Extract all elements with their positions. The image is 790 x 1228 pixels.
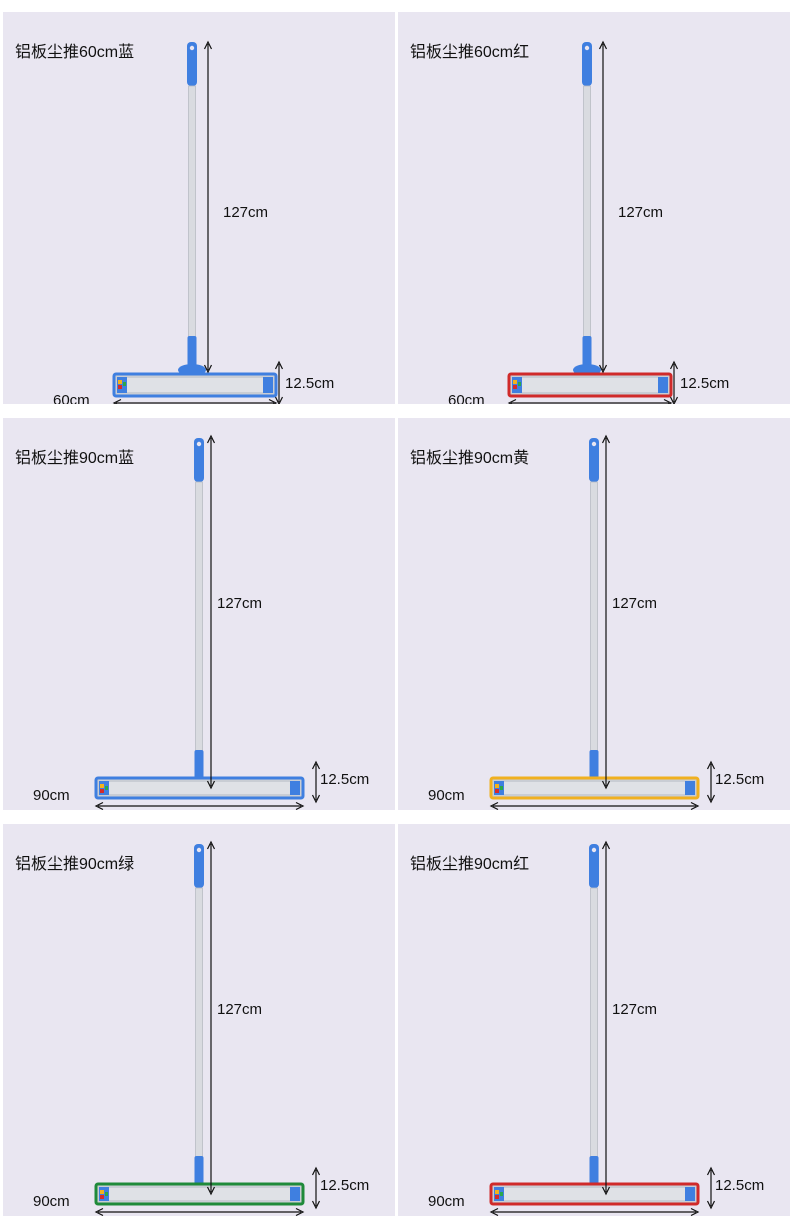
width-arrow (112, 398, 278, 404)
length-arrow (601, 840, 611, 1196)
mop-pad (507, 372, 673, 398)
mop-illustration: 127cm 12.5cm 60cm (53, 40, 334, 404)
width-label: 60cm (53, 392, 90, 404)
width-label: 60cm (448, 392, 485, 404)
mop-pad (112, 372, 278, 398)
aluminium-pole (590, 887, 598, 1159)
width-label: 90cm (428, 787, 465, 804)
aluminium-pole (590, 481, 598, 753)
length-label: 127cm (618, 204, 663, 221)
width-label: 90cm (428, 1193, 465, 1210)
height-arrow (311, 760, 321, 804)
handle-grip (194, 438, 204, 482)
length-label: 127cm (612, 595, 657, 612)
mop-pad (489, 776, 700, 800)
product-title: 铝板尘推90cm红 (410, 856, 530, 873)
width-label: 90cm (33, 1193, 70, 1210)
handle-grip (589, 438, 599, 482)
length-arrow (206, 434, 216, 790)
height-label: 12.5cm (715, 771, 764, 788)
length-label: 127cm (217, 1001, 262, 1018)
mop-illustration: 127cm 12.5cm 90cm (33, 840, 369, 1216)
product-panel: 127cm 12.5cm 90cm 铝板尘推90cm黄 (398, 418, 790, 810)
height-label: 12.5cm (715, 1177, 764, 1194)
height-label: 12.5cm (680, 375, 729, 392)
product-panel: 127cm 12.5cm 90cm 铝板尘推90cm绿 (3, 824, 395, 1216)
product-panel: 127cm 12.5cm 60cm 铝板尘推60cm蓝 (3, 12, 395, 404)
swivel-joint (573, 336, 601, 376)
width-arrow (507, 398, 673, 404)
handle-grip (194, 844, 204, 888)
height-arrow (706, 1166, 716, 1210)
width-label: 90cm (33, 787, 70, 804)
aluminium-pole (583, 85, 591, 339)
length-arrow (203, 40, 213, 374)
width-arrow (94, 801, 305, 810)
product-title: 铝板尘推90cm黄 (410, 450, 530, 467)
mop-illustration: 127cm 12.5cm 90cm (33, 434, 369, 810)
height-label: 12.5cm (285, 375, 334, 392)
product-panel: 127cm 12.5cm 90cm 铝板尘推90cm蓝 (3, 418, 395, 810)
aluminium-pole (195, 481, 203, 753)
mop-illustration: 127cm 12.5cm 90cm (428, 434, 764, 810)
length-label: 127cm (612, 1001, 657, 1018)
height-arrow (274, 360, 284, 404)
width-arrow (94, 1207, 305, 1216)
aluminium-pole (188, 85, 196, 339)
product-title: 铝板尘推90cm蓝 (15, 450, 135, 467)
length-label: 127cm (223, 204, 268, 221)
mop-pad (94, 776, 305, 800)
product-title: 铝板尘推60cm红 (410, 44, 530, 61)
product-panel: 127cm 12.5cm 90cm 铝板尘推90cm红 (398, 824, 790, 1216)
handle-grip (589, 844, 599, 888)
height-label: 12.5cm (320, 771, 369, 788)
mop-pad (489, 1182, 700, 1206)
mop-pad (94, 1182, 305, 1206)
width-arrow (489, 801, 700, 810)
height-arrow (706, 760, 716, 804)
aluminium-pole (195, 887, 203, 1159)
length-arrow (598, 40, 608, 374)
height-label: 12.5cm (320, 1177, 369, 1194)
mop-illustration: 127cm 12.5cm 90cm (428, 840, 764, 1216)
length-arrow (206, 840, 216, 1196)
mop-illustration: 127cm 12.5cm 60cm (448, 40, 729, 404)
product-panel: 127cm 12.5cm 60cm 铝板尘推60cm红 (398, 12, 790, 404)
handle-grip (582, 42, 592, 86)
product-title: 铝板尘推90cm绿 (15, 856, 135, 873)
height-arrow (311, 1166, 321, 1210)
height-arrow (669, 360, 679, 404)
length-label: 127cm (217, 595, 262, 612)
handle-grip (187, 42, 197, 86)
length-arrow (601, 434, 611, 790)
swivel-joint (178, 336, 206, 376)
product-title: 铝板尘推60cm蓝 (15, 44, 135, 61)
width-arrow (489, 1207, 700, 1216)
